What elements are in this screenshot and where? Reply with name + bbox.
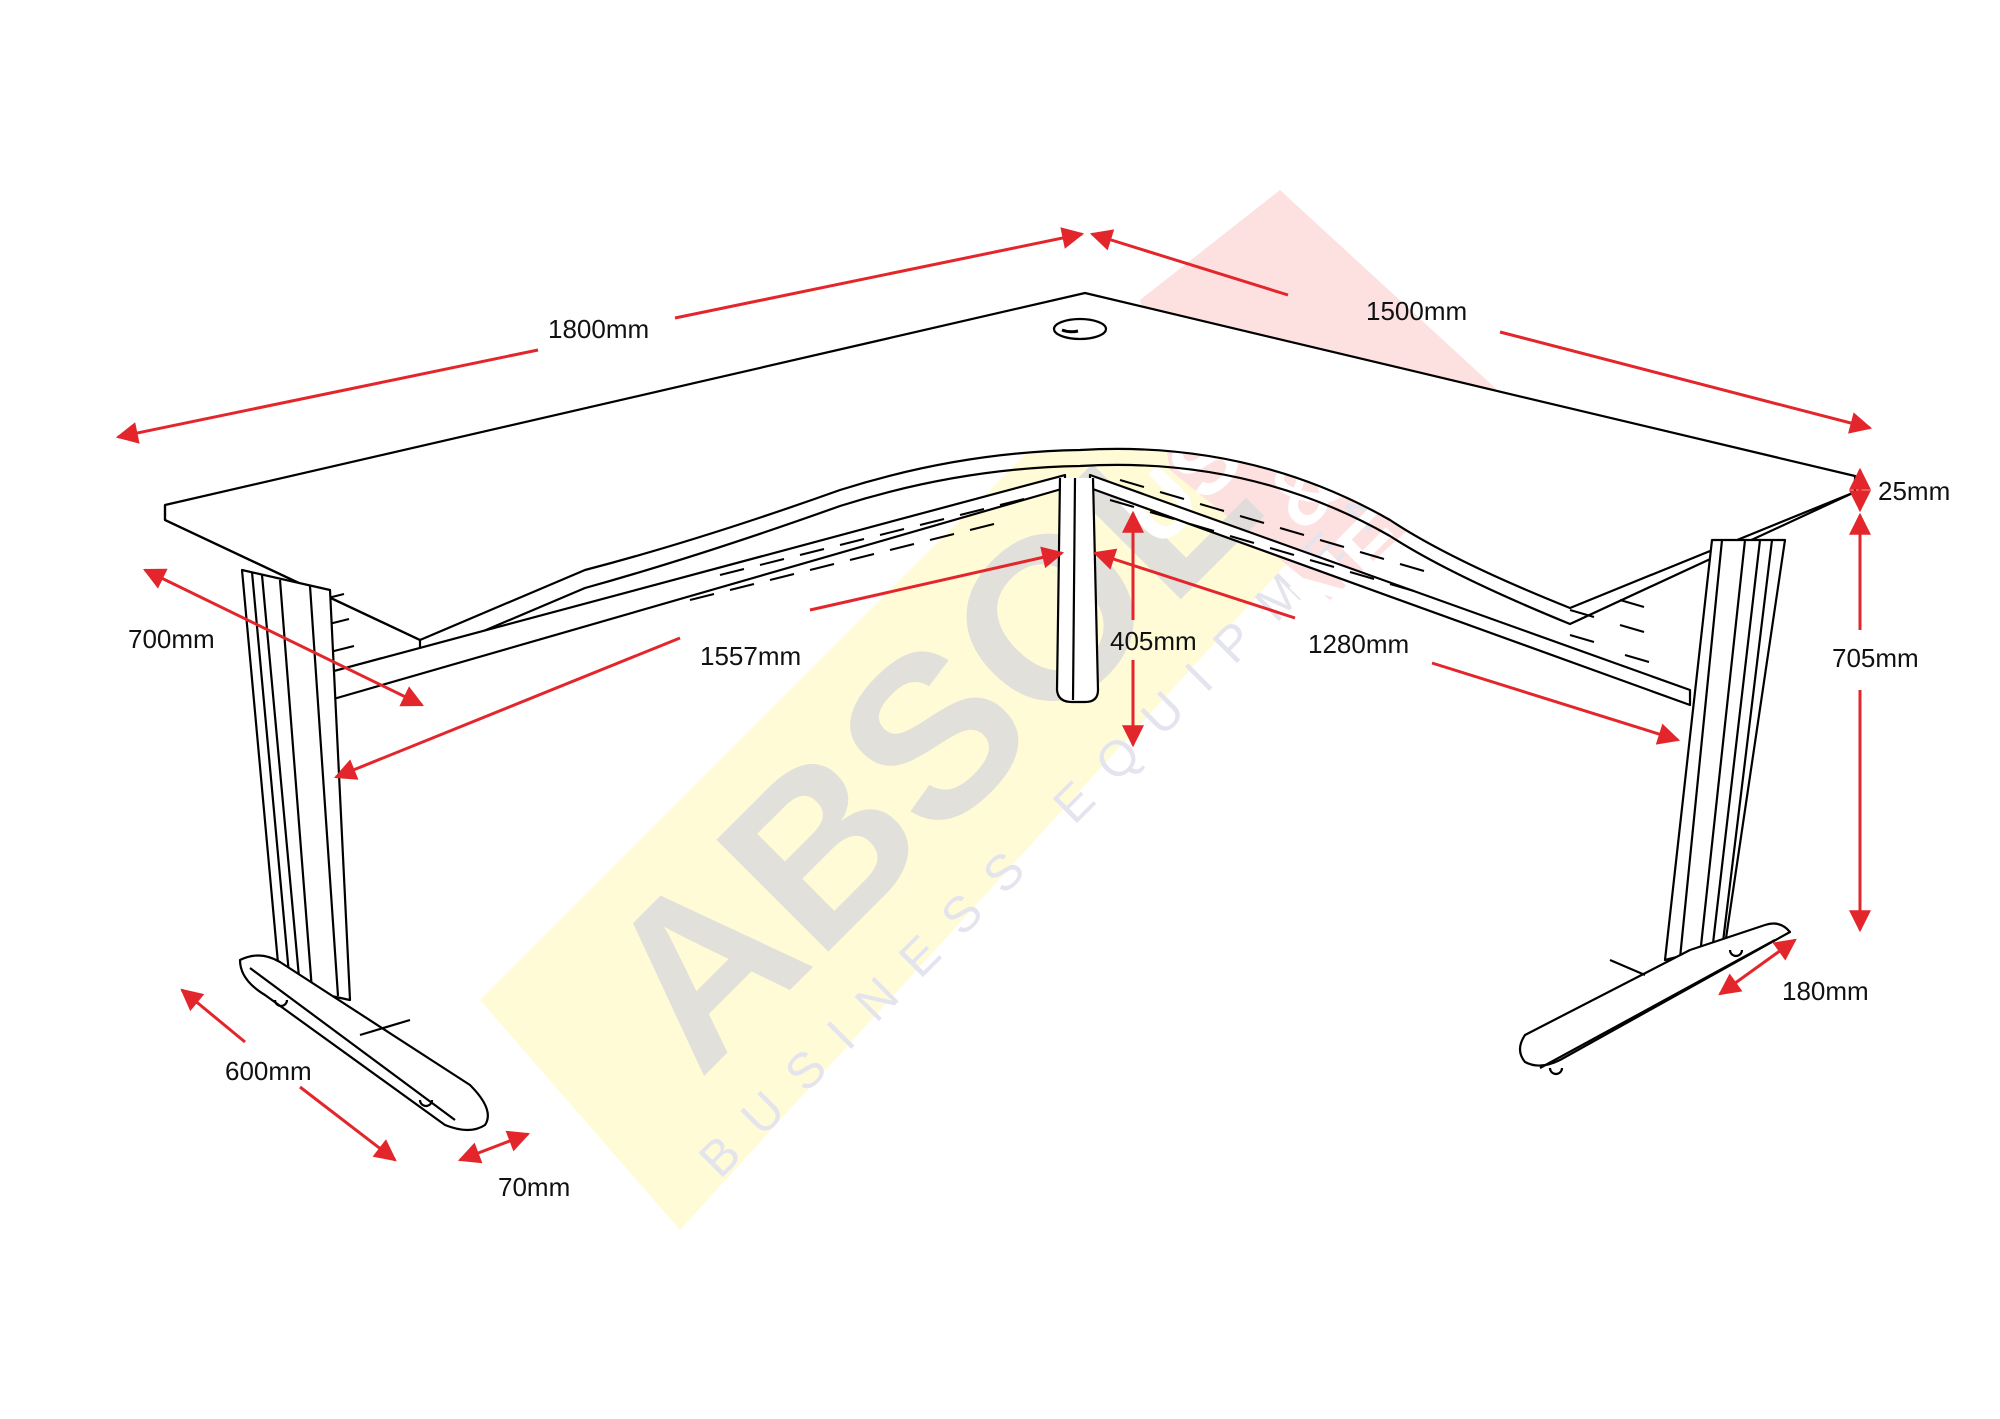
dim-arrow-left-depth [143, 568, 424, 707]
modesty-panel [319, 473, 1692, 707]
label-top-thickness: 25mm [1878, 476, 1950, 506]
dim-arrow-right-foot [1718, 938, 1797, 996]
left-foot [238, 954, 489, 1132]
label-foot-width: 70mm [498, 1172, 570, 1202]
label-left-length: 1800mm [548, 314, 649, 344]
dim-arrow-right-length [1089, 229, 1289, 297]
label-left-depth: 700mm [128, 624, 215, 654]
label-right-length: 1500mm [1366, 296, 1467, 326]
dimension-labels: 1800mm 1500mm 25mm 705mm 700mm 1557mm 40… [128, 296, 1950, 1202]
cable-grommet-icon [1052, 317, 1108, 341]
label-leg-height: 705mm [1832, 643, 1919, 673]
label-inner-right-length: 1280mm [1308, 629, 1409, 659]
dim-arrow-foot-width [457, 1130, 531, 1164]
right-foot [1518, 922, 1792, 1067]
dim-arrow-left-foot [180, 988, 246, 1044]
dim-arrow-inner-left [333, 636, 681, 780]
label-inner-left-length: 1557mm [700, 641, 801, 671]
dimension-lines [115, 227, 1873, 1164]
dim-arrow-left-length [115, 348, 539, 444]
label-right-foot-depth: 180mm [1782, 976, 1869, 1006]
label-corner-leg-height: 405mm [1110, 626, 1197, 656]
dim-arrow-inner-right [1092, 548, 1296, 620]
desktop-outline [163, 291, 1857, 642]
corner-leg [1055, 477, 1100, 704]
label-left-foot-length: 600mm [225, 1056, 312, 1086]
